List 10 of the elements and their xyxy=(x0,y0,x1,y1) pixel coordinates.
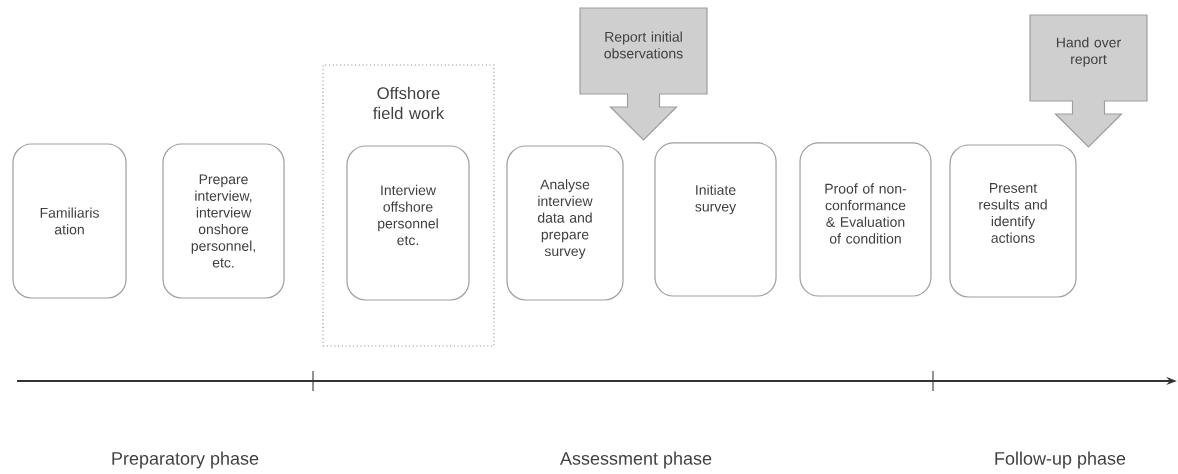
process-box: Interview offshore personnel etc. xyxy=(346,145,470,301)
phase-label: Assessment phase xyxy=(560,451,712,469)
process-box: Proof of non-conformance & Evaluation of condition xyxy=(799,142,932,297)
process-box: Prepare interview, interview onshore personnel, etc. xyxy=(162,143,285,299)
process-box: Initiate survey xyxy=(654,142,777,297)
process-box: Analyse interview data and prepare survey xyxy=(506,145,624,301)
process-box: Familiaris ation xyxy=(12,143,127,299)
phase-label: Preparatory phase xyxy=(112,451,259,469)
process-box: Present results and identify actions xyxy=(949,144,1077,298)
phase-label: Follow-up phase xyxy=(995,451,1126,469)
